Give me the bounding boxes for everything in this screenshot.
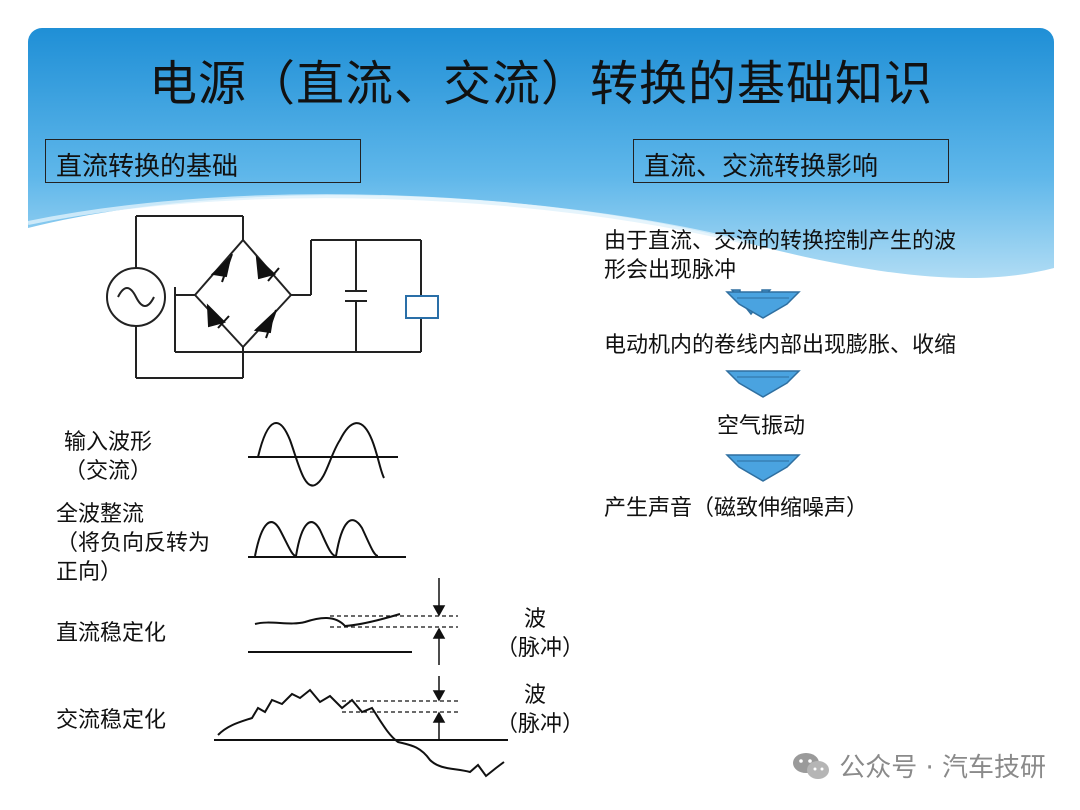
input-waveform: [257, 422, 385, 487]
flow-step-4: 产生声音（磁致伸缩噪声）: [604, 496, 869, 521]
left-header-text: 直流转换的基础: [56, 152, 239, 182]
label-ac-stable: 交流稳定化: [56, 708, 167, 733]
watermark: 公众号 · 汽车技研: [791, 747, 1046, 784]
diode-4: [253, 311, 275, 334]
label-input-line1: 输入波形: [64, 430, 153, 455]
right-header-text: 直流、交流转换影响: [644, 152, 879, 182]
flow-step-1-line2: 形会出现脉冲: [604, 258, 737, 283]
flow-arrow-2-icon: [725, 370, 801, 398]
watermark-text: 公众号 · 汽车技研: [839, 753, 1046, 783]
flow-step-1: 由于直流、交流的转换控制产生的波 形会出现脉冲: [604, 227, 956, 285]
ripple2-line2: （脉冲）: [496, 712, 585, 737]
flow-step-3: 空气振动: [717, 414, 806, 439]
flow-step-1-line1: 由于直流、交流的转换控制产生的波: [604, 229, 957, 254]
fullwave-waveform: [254, 519, 379, 558]
label-input-line2: （交流）: [64, 459, 153, 484]
left-section-header: 直流转换的基础: [45, 139, 361, 183]
ac-stable-waveform: [217, 688, 505, 778]
ripple1-line1: 波: [523, 607, 546, 632]
dc-stable-waveform: [254, 613, 401, 628]
diode-3: [206, 303, 226, 328]
flow-arrow-1-icon: [725, 291, 801, 319]
right-section-header: 直流、交流转换影响: [633, 139, 949, 183]
ripple1-line2: （脉冲）: [496, 636, 585, 661]
label-input-waveform: 输入波形 （交流）: [64, 428, 152, 486]
label-ripple-2: 波 （脉冲）: [496, 681, 585, 739]
wechat-icon: [793, 752, 830, 779]
page-title: 电源（直流、交流）转换的基础知识: [148, 56, 933, 112]
flow-arrow-3-icon: [725, 454, 801, 482]
label-dc-stable: 直流稳定化: [56, 621, 167, 646]
label-fullwave-line2: （将负向反转为: [56, 531, 211, 556]
ripple2-line1: 波: [523, 683, 546, 708]
label-fullwave-line1: 全波整流: [56, 502, 145, 527]
label-fullwave: 全波整流 （将负向反转为 正向）: [56, 500, 210, 587]
load-resistor: [405, 295, 439, 319]
flow-step-2: 电动机内的卷线内部出现膨胀、收缩: [604, 333, 957, 358]
label-fullwave-line3: 正向）: [56, 560, 123, 585]
label-ripple-1: 波 （脉冲）: [496, 605, 585, 663]
